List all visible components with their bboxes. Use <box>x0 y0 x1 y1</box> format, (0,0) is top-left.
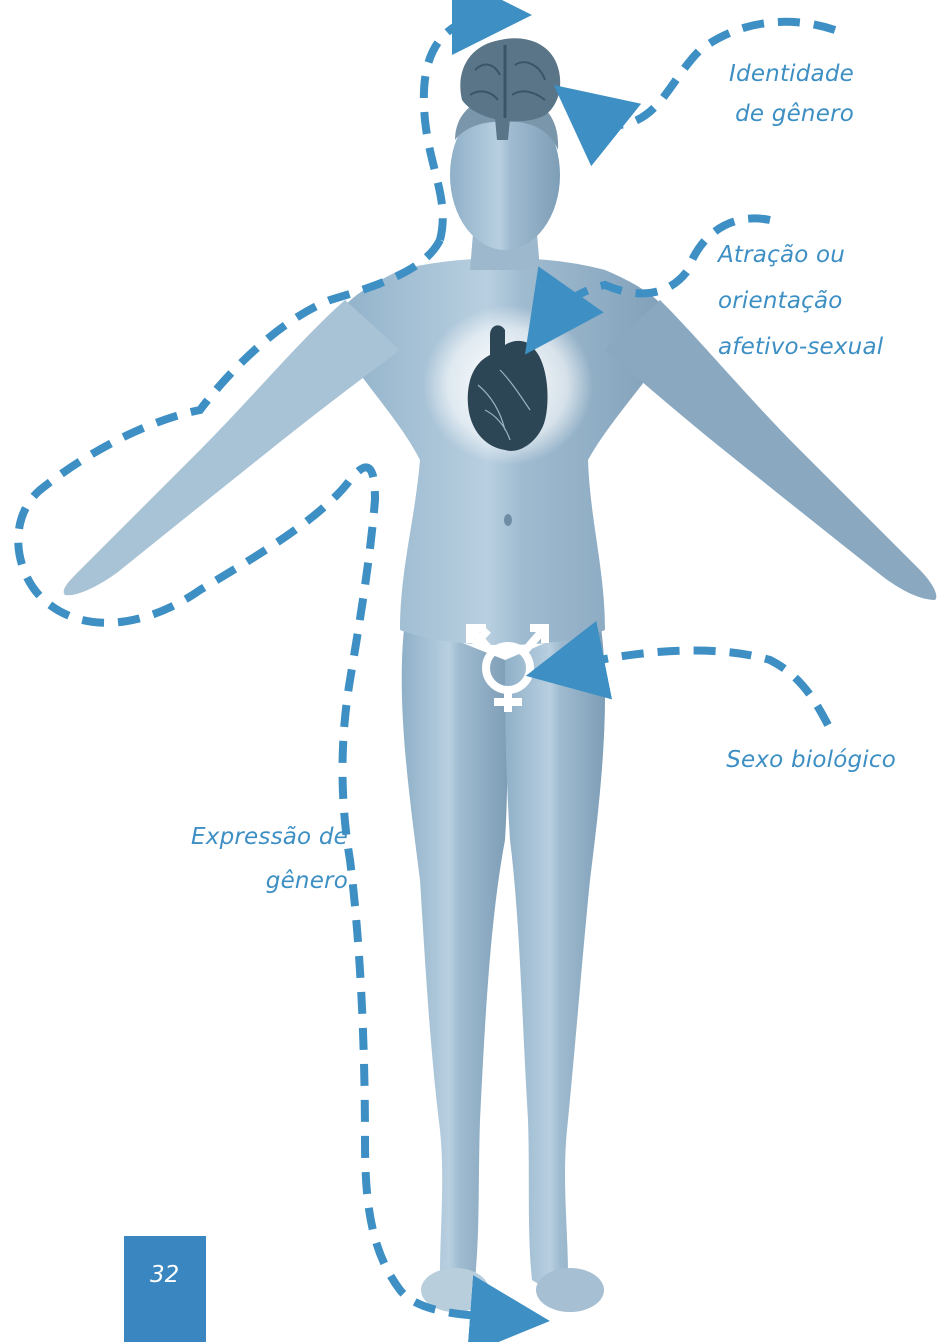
label-gender-expression-line2: gênero <box>191 859 348 903</box>
label-attraction-line1: Atração ou <box>718 232 883 278</box>
right-foot <box>536 1268 604 1312</box>
label-gender-identity-line1: Identidade <box>729 54 854 94</box>
label-gender-expression-line1: Expressão de <box>191 815 348 859</box>
left-arm <box>64 300 400 595</box>
page-number-box: 32 <box>124 1236 206 1342</box>
label-biological-sex: Sexo biológico <box>726 740 896 780</box>
label-gender-identity: Identidade de gênero <box>729 54 854 134</box>
navel <box>504 514 512 526</box>
left-leg <box>402 620 508 1290</box>
label-gender-expression: Expressão de gênero <box>191 815 348 903</box>
right-leg <box>505 620 605 1290</box>
label-attraction-line2: orientação <box>718 278 883 324</box>
label-attraction: Atração ou orientação afetivo-sexual <box>718 232 883 370</box>
label-gender-identity-line2: de gênero <box>729 94 854 134</box>
label-attraction-line3: afetivo-sexual <box>718 324 883 370</box>
page-number: 32 <box>150 1262 179 1288</box>
